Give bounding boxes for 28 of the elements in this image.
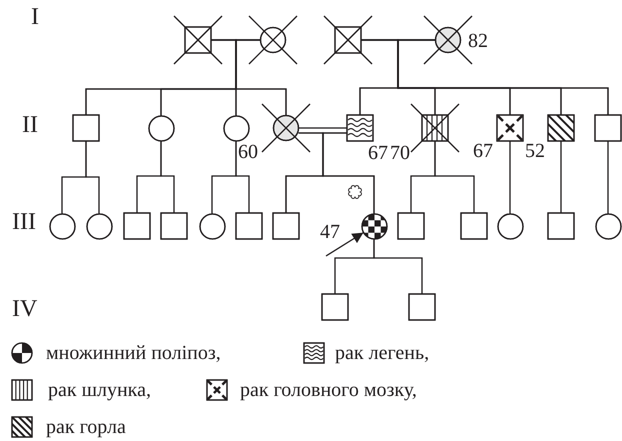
descent-line (373, 238, 423, 294)
age-label: 70 (390, 142, 410, 164)
age-label: 67 (368, 142, 388, 164)
generation-label: II (22, 112, 38, 138)
generation-label: III (12, 209, 36, 235)
descent-line (509, 140, 511, 214)
generation-label: I (31, 4, 39, 30)
descent-line (160, 140, 175, 213)
age-label: 82 (468, 30, 488, 52)
descent-line (235, 140, 250, 213)
legend-text: рак шлунка, (48, 379, 151, 401)
legend-text: множинний поліпоз, (46, 342, 221, 364)
descent-line (322, 132, 375, 214)
legend-text: рак горла (46, 416, 126, 438)
age-label: 52 (525, 140, 545, 162)
descent-line (560, 140, 562, 214)
descent-line (85, 140, 100, 214)
descent-line (607, 140, 609, 214)
generation-label: IV (12, 296, 38, 322)
age-label: 67 (473, 140, 493, 162)
descent-line (235, 39, 287, 116)
proband-arrow (326, 232, 364, 257)
descent-line (434, 140, 475, 213)
age-label: 47 (320, 221, 340, 243)
legend-text: рак головного мозку, (240, 379, 417, 401)
legend-text: рак легень, (335, 342, 430, 364)
age-label: 60 (238, 141, 258, 163)
marriage-line (298, 127, 347, 129)
